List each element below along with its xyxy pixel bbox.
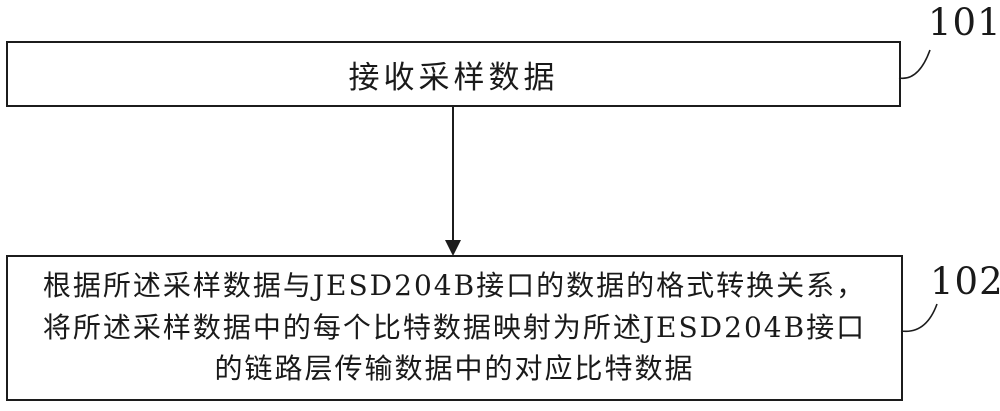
leader-line-101 xyxy=(898,49,931,80)
flow-step-map-line-2: 将所述采样数据中的每个比特数据映射为所述JESD204B接口 xyxy=(42,310,867,344)
step-number-102: 102 xyxy=(930,260,1000,303)
flow-step-receive-box: 接收采样数据 xyxy=(6,41,901,107)
step-number-101: 101 xyxy=(928,1,1000,44)
flow-step-map-line-1: 根据所述采样数据与JESD204B接口的数据的格式转换关系， xyxy=(42,269,867,303)
leader-line-102 xyxy=(900,303,938,333)
flow-step-receive-label: 接收采样数据 xyxy=(348,59,559,96)
flow-step-map-box: 根据所述采样数据与JESD204B接口的数据的格式转换关系， 将所述采样数据中的… xyxy=(6,255,903,401)
flow-step-map-line-3: 的链路层传输数据中的对应比特数据 xyxy=(214,351,695,385)
flow-arrow-head-icon xyxy=(445,240,461,256)
